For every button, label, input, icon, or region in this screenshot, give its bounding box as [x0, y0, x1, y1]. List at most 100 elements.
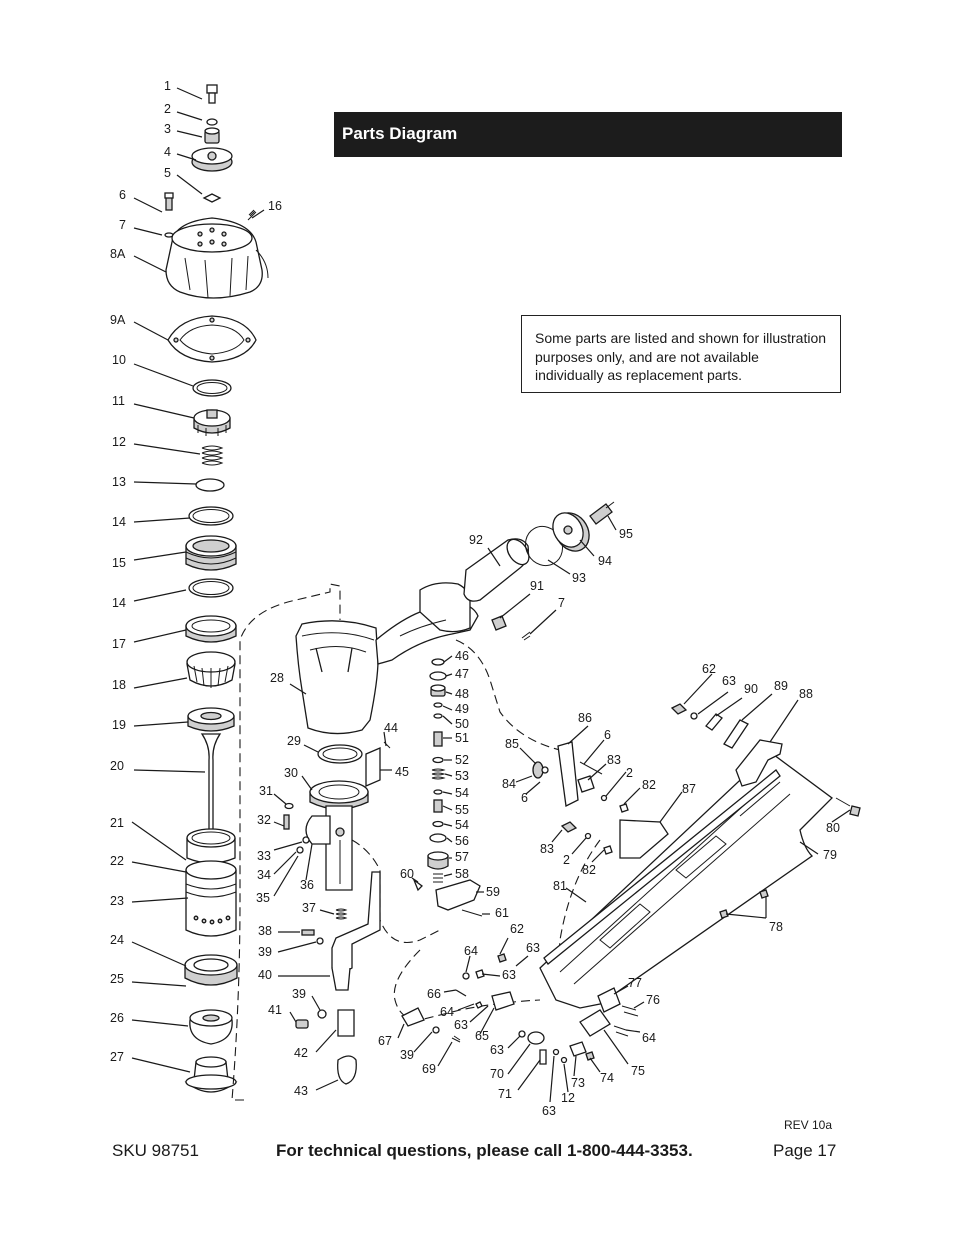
part-washer-2b [584, 832, 592, 840]
callout: 78 [769, 920, 783, 934]
part-spring-37 [335, 908, 348, 920]
part-nut-83b [560, 821, 578, 833]
part-cap-gasket [167, 315, 257, 363]
callout: 67 [378, 1034, 392, 1048]
callout: 23 [110, 894, 124, 908]
part-cylinder-ring [185, 615, 237, 643]
callout: 59 [486, 885, 500, 899]
callout: 31 [259, 784, 273, 798]
callout: 85 [505, 737, 519, 751]
callout: 87 [682, 782, 696, 796]
part-valve-body-57 [427, 851, 449, 870]
part-link-65 [491, 991, 515, 1011]
callout: 46 [455, 649, 469, 663]
callout: 6 [521, 791, 528, 805]
callout: 38 [258, 924, 272, 938]
callout: 89 [774, 679, 788, 693]
callout: 80 [826, 821, 840, 835]
part-bumper [189, 1009, 233, 1045]
callout: 35 [256, 891, 270, 905]
callout: 64 [642, 1031, 656, 1045]
left-column-parts [164, 84, 269, 1093]
callout: 94 [598, 554, 612, 568]
part-nose-base [309, 780, 369, 810]
callout: 52 [455, 753, 469, 767]
part-magazine-rail [539, 751, 833, 1009]
callout: 45 [395, 765, 409, 779]
header-title: Parts Diagram [342, 124, 458, 143]
magazine-assembly [532, 703, 861, 1009]
part-cylinder-base [184, 1056, 238, 1093]
callout: 12 [561, 1091, 575, 1105]
part-washer-12b [560, 1056, 568, 1064]
part-spring-58 [433, 873, 443, 883]
part-washer-63c [518, 1030, 526, 1038]
part-valve-48 [430, 684, 446, 697]
callout: 50 [455, 717, 469, 731]
callout: 90 [744, 682, 758, 696]
callout: 6 [119, 188, 126, 202]
part-follower-87 [619, 819, 669, 859]
trigger-valve-parts [412, 658, 483, 917]
callout: 77 [628, 976, 642, 990]
callout: 60 [400, 867, 414, 881]
callout: 39 [292, 987, 306, 1001]
callout: 24 [110, 933, 124, 947]
callout: 14 [112, 596, 126, 610]
part-o-ring-46 [431, 658, 445, 666]
part-washer-39a [316, 937, 324, 945]
callout: 58 [455, 867, 469, 881]
part-arm-67 [401, 1007, 425, 1027]
part-pin-34 [296, 846, 304, 854]
part-block-83a [577, 775, 595, 793]
part-valve-stem-51 [433, 731, 443, 747]
callout: 12 [112, 435, 126, 449]
part-block-63b [475, 969, 485, 979]
callout: 66 [427, 987, 441, 1001]
parts-note-box: Some parts are listed and shown for illu… [521, 315, 841, 393]
callout: 76 [646, 993, 660, 1007]
callout: 73 [571, 1076, 585, 1090]
callout: 28 [270, 671, 284, 685]
callout: 88 [799, 687, 813, 701]
callout: 63 [454, 1018, 468, 1032]
part-driver-blade [187, 707, 235, 841]
part-washer-2a [600, 794, 608, 802]
callout: 20 [110, 759, 124, 773]
part-spring-12 [201, 445, 224, 466]
callout: 62 [510, 922, 524, 936]
part-small-screw [247, 209, 257, 221]
callout: 18 [112, 678, 126, 692]
callout: 95 [619, 527, 633, 541]
part-nut [204, 127, 220, 144]
callout: 83 [540, 842, 554, 856]
callout-labels: 1 2 3 4 5 6 7 8A 16 9A 10 11 12 13 14 15… [110, 79, 840, 1118]
callout: 81 [553, 879, 567, 893]
part-o-ring-47 [429, 671, 447, 681]
parts-diagram-header: Parts Diagram [334, 112, 842, 157]
callout: 53 [455, 769, 469, 783]
part-o-ring-29 [317, 744, 363, 764]
part-cylinder-sleeve [186, 828, 236, 864]
part-bracket-88 [735, 739, 783, 787]
part-nut-62a [670, 703, 688, 715]
part-bracket-45 [365, 747, 381, 787]
part-seal-49 [433, 702, 443, 708]
callout: 63 [526, 941, 540, 955]
part-o-ring-54b [432, 820, 444, 828]
air-inlet-parts [463, 501, 615, 641]
callout: 57 [455, 850, 469, 864]
callout: 7 [558, 596, 565, 610]
part-washer [206, 118, 218, 126]
callout: 93 [572, 571, 586, 585]
callout: 34 [257, 868, 271, 882]
callout: 41 [268, 1003, 282, 1017]
part-plate-71 [539, 1049, 547, 1065]
callout: 47 [455, 667, 469, 681]
tool-housing [283, 582, 479, 1085]
part-nut-82a [619, 803, 629, 813]
callout: 3 [164, 122, 171, 136]
part-pin-44 [383, 741, 391, 749]
part-pusher-rod [543, 769, 781, 965]
callout: 2 [626, 766, 633, 780]
